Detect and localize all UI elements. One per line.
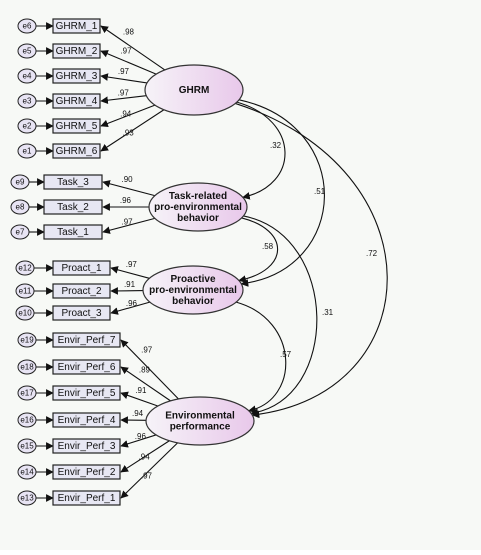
latent-label: pro-environmental (154, 202, 242, 213)
latent-label: behavior (177, 213, 219, 224)
loading-coefficient: .98 (123, 27, 135, 36)
loading-coefficient: .91 (124, 280, 136, 289)
indicator-label: Envir_Perf_1 (58, 493, 116, 504)
indicator-label: GHRM_6 (56, 146, 98, 157)
indicator-label: Envir_Perf_6 (58, 362, 116, 373)
indicator-label: GHRM_4 (56, 96, 98, 107)
indicator-label: GHRM_2 (56, 46, 98, 57)
indicator-label: Task_3 (57, 177, 89, 188)
structural-path-ghrm-envperf (235, 103, 387, 415)
loading-arrow (121, 443, 178, 498)
error-term-label: e16 (20, 416, 34, 425)
loading-coefficient: .94 (139, 452, 151, 461)
latent-label: behavior (172, 296, 214, 307)
structural-path-task-envperf (243, 216, 316, 413)
loading-coefficient: .97 (122, 217, 134, 226)
error-term-label: e3 (23, 97, 32, 106)
error-term-label: e12 (18, 264, 32, 273)
loading-coefficient: .96 (120, 196, 132, 205)
loading-coefficient: .89 (139, 366, 151, 375)
indicator-label: Proact_2 (61, 286, 101, 297)
loading-arrow (103, 182, 155, 196)
latent-label: performance (170, 422, 231, 433)
path-coefficient: .58 (262, 242, 274, 251)
loading-coefficient: .97 (118, 67, 130, 76)
loading-coefficient: .97 (118, 89, 130, 98)
error-term-label: e1 (23, 147, 32, 156)
indicator-label: Envir_Perf_5 (58, 388, 116, 399)
path-coefficient: .31 (322, 308, 334, 317)
loading-coefficient: .94 (120, 109, 132, 118)
error-term-label: e6 (23, 22, 32, 31)
error-term-label: e15 (20, 442, 34, 451)
indicator-label: Proact_3 (61, 308, 101, 319)
indicator-label: Task_1 (57, 227, 89, 238)
path-coefficient: .57 (280, 350, 292, 359)
error-term-label: e13 (20, 494, 34, 503)
indicator-label: Task_2 (57, 202, 89, 213)
loading-coefficient: .97 (126, 260, 138, 269)
loading-arrow (101, 76, 147, 83)
error-term-label: e11 (19, 287, 32, 296)
error-term-label: e17 (20, 389, 34, 398)
error-term-label: e9 (16, 178, 25, 187)
path-coefficient: .32 (270, 141, 282, 150)
loading-coefficient: .97 (141, 472, 153, 481)
error-term-label: e19 (20, 336, 34, 345)
loading-coefficient: .97 (120, 47, 132, 56)
indicator-label: Proact_1 (61, 263, 101, 274)
error-term-label: e10 (18, 309, 32, 318)
loading-coefficient: .94 (132, 409, 144, 418)
error-term-label: e2 (23, 122, 32, 131)
loading-coefficient: .96 (135, 432, 147, 441)
error-term-label: e8 (16, 203, 25, 212)
loading-coefficient: .97 (141, 346, 153, 355)
latent-label: Task-related (169, 191, 227, 202)
latent-label: Proactive (170, 274, 215, 285)
loading-arrow (121, 393, 158, 406)
loading-coefficient: .90 (122, 175, 134, 184)
indicator-label: GHRM_5 (56, 121, 98, 132)
latent-label: pro-environmental (149, 285, 237, 296)
structural-path-ghrm-proact (239, 100, 324, 284)
indicator-label: Envir_Perf_4 (58, 415, 116, 426)
latent-label: GHRM (179, 85, 210, 96)
loading-coefficient: .91 (135, 386, 147, 395)
loading-coefficient: .93 (123, 129, 135, 138)
latent-label: Environmental (165, 411, 235, 422)
path-coefficient: .51 (314, 187, 326, 196)
indicator-label: GHRM_3 (56, 71, 98, 82)
error-term-label: e7 (16, 228, 25, 237)
indicator-label: GHRM_1 (56, 21, 98, 32)
indicator-label: Envir_Perf_7 (58, 335, 116, 346)
error-term-label: e4 (23, 72, 32, 81)
loading-arrow (111, 268, 149, 278)
structural-path-proact-envperf (236, 302, 286, 411)
indicator-label: Envir_Perf_2 (58, 467, 116, 478)
error-term-label: e14 (20, 468, 34, 477)
path-coefficient: .72 (366, 249, 378, 258)
loading-coefficient: .96 (126, 299, 138, 308)
indicator-label: Envir_Perf_3 (58, 441, 116, 452)
error-term-label: e5 (23, 47, 32, 56)
error-term-label: e18 (20, 363, 34, 372)
